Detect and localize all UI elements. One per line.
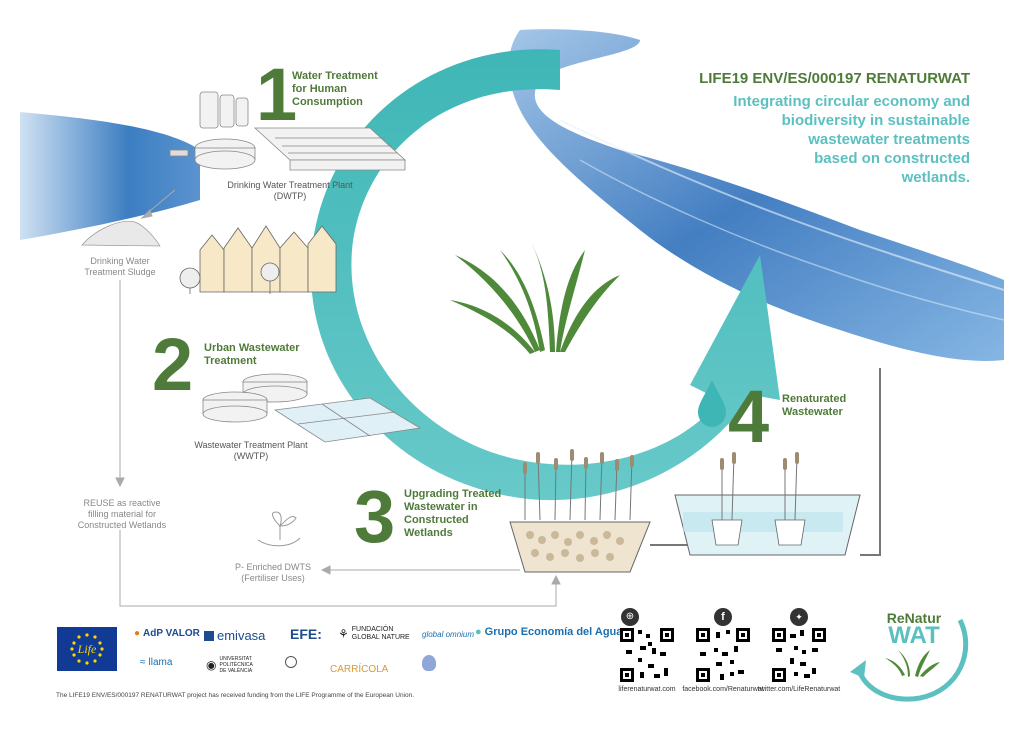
houses-illustration [179,225,337,294]
funding-notice: The LIFE19 ENV/ES/000197 RENATURWAT proj… [56,692,415,699]
step-1-title: Water Treatment for Human Consumption [292,70,378,108]
step-2-title: Urban Wastewater Treatment [204,342,300,367]
facebook-icon: f [714,608,732,626]
upv-logo: ◉UNIVERSITAT POLITÈCNICA DE VALÈNCIA [206,656,253,674]
emivasa-logo: emivasa [204,628,265,643]
grupo-economia-agua-logo: ●Grupo Economía del Agua [475,626,623,638]
carricola-seal-icon [285,656,297,668]
facebook-link[interactable]: facebook.com/Renaturwat [682,686,764,693]
global-omnium-logo: global omnium [422,630,475,639]
llama-logo: ≈llama [140,657,173,668]
wwtp-caption: Wastewater Treatment Plant (WWTP) [194,440,308,461]
step-4-number: 4 [728,375,770,458]
step-2-number: 2 [152,323,194,406]
fertiliser-caption: P- Enriched DWTS (Fertiliser Uses) [234,562,312,583]
dwtp-caption: Drinking Water Treatment Plant (DWTP) [227,180,353,201]
efe-logo: EFE: [290,626,322,642]
fundacion-ambiental-icon [422,655,436,671]
qr-code-facebook[interactable] [696,628,750,682]
adp-valor-logo: ●AdP VALOR [134,628,200,639]
wetland-basin-3 [509,449,690,573]
brand-line-2: WAT [888,622,940,649]
reuse-caption: REUSE as reactive filling material for C… [77,498,167,530]
fundacion-global-nature-logo: ⚘FUNDACIÓN GLOBAL NATURE [338,626,410,641]
step-1-number: 1 [256,53,298,136]
water-drop-icon [698,380,726,427]
carricola-logo: CARRÍCOLA [330,664,389,675]
left-river [20,112,200,240]
eu-life-logo: Life [57,627,117,671]
wwtp-illustration [202,373,422,443]
sludge-pile [81,220,161,247]
step-3-number: 3 [354,475,396,558]
step-3-title: Upgrading Treated Wastewater in Construc… [404,488,502,539]
globe-icon: ⊕ [621,608,639,626]
twitter-icon: ✦ [790,608,808,626]
renaturated-ponds [674,368,881,556]
right-river [508,29,1004,361]
hand-plant-icon [257,511,301,547]
qr-code-twitter[interactable] [772,628,826,682]
dwtp-illustration [169,91,407,171]
renaturwat-logo [850,618,969,702]
central-reeds [450,240,620,354]
svg-text:Life: Life [77,642,97,656]
project-description: Integrating circular economy and biodive… [733,93,970,186]
twitter-link[interactable]: twitter.com/LifeRenaturwat [757,686,841,693]
qr-code-website[interactable] [620,628,674,682]
step-4-title: Renaturated Wastewater [782,393,847,418]
project-code: LIFE19 ENV/ES/000197 RENATURWAT [699,70,970,87]
website-link[interactable]: liferenaturwat.com [618,686,676,693]
sludge-caption: Drinking Water Treatment Sludge [84,256,156,277]
flow-arrows [115,189,561,607]
brand-line-1: ReNatur [886,610,942,626]
